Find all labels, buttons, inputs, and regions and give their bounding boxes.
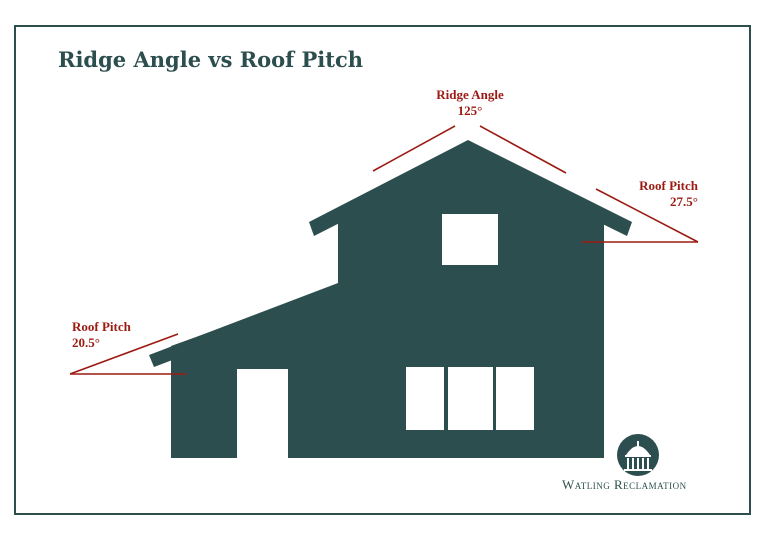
right-pitch-title: Roof Pitch	[639, 178, 698, 193]
front-door	[237, 369, 288, 458]
ridge-angle-label: Ridge Angle 125°	[428, 87, 512, 119]
window-pane-middle	[448, 367, 493, 430]
attic-window	[442, 214, 498, 265]
left-pitch-lines	[69, 333, 186, 375]
domed-pavilion-logo	[617, 434, 659, 476]
upper-gable-fill	[338, 156, 604, 222]
diagram-title: Ridge Angle vs Roof Pitch	[58, 47, 364, 72]
left-pitch-title: Roof Pitch	[72, 319, 131, 334]
house-silhouette	[149, 140, 632, 458]
left-pitch-value: 20.5°	[72, 335, 100, 350]
right-pitch-lines	[582, 188, 699, 243]
brand-name: Watling Reclamation	[562, 477, 687, 492]
left-pitch-label: Roof Pitch 20.5°	[72, 319, 131, 351]
right-pitch-value: 27.5°	[670, 194, 698, 209]
window-pane-left	[406, 367, 444, 430]
ridge-angle-lines	[372, 125, 567, 174]
house-body	[171, 222, 604, 458]
diagram-frame	[14, 25, 751, 515]
triple-window	[406, 367, 534, 430]
right-pitch-label: Roof Pitch 27.5°	[612, 178, 698, 210]
ridge-angle-title: Ridge Angle	[436, 87, 504, 102]
window-pane-right	[496, 367, 534, 430]
ridge-angle-value: 125°	[457, 103, 483, 118]
